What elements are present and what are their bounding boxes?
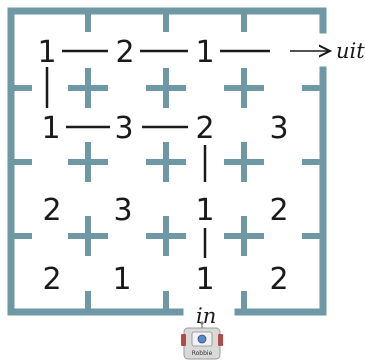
cell-r1-c3: 3 (269, 111, 288, 146)
cell-r3-c2: 1 (195, 262, 214, 297)
exit-label: uit (336, 39, 365, 63)
cell-r0-c1: 2 (115, 35, 134, 70)
cell-r3-c3: 2 (269, 262, 288, 297)
cell-r1-c1: 3 (114, 111, 133, 146)
cell-r3-c1: 1 (112, 262, 131, 297)
cell-r2-c2: 1 (195, 193, 214, 228)
interior-crosses (68, 68, 264, 256)
cell-r1-c0: 1 (41, 111, 60, 146)
cell-r2-c1: 3 (113, 193, 132, 228)
entry-label: in (196, 304, 216, 328)
cell-r0-c0: 1 (37, 35, 56, 70)
cell-r3-c0: 2 (42, 262, 61, 297)
robot-icon: Robbie (181, 321, 223, 359)
cell-r2-c0: 2 (42, 193, 61, 228)
path-lines (47, 51, 270, 258)
cell-r1-c2: 2 (195, 111, 214, 146)
cell-r0-c2: 1 (195, 35, 214, 70)
robot-label: Robbie (192, 350, 213, 357)
cell-r2-c3: 2 (269, 193, 288, 228)
